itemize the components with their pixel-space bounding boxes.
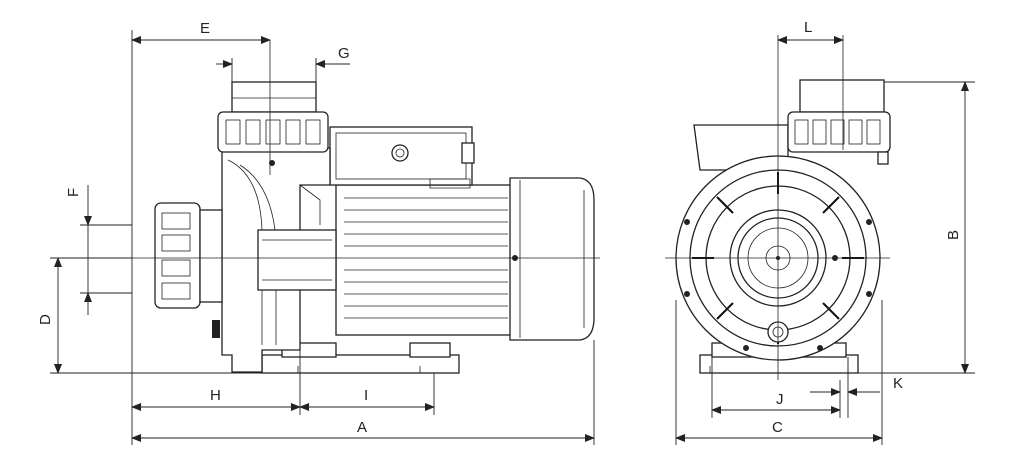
- label-c: C: [772, 419, 783, 436]
- label-e: E: [200, 20, 210, 37]
- front-dimensions: [675, 36, 975, 445]
- label-l: L: [804, 19, 812, 36]
- label-a: A: [357, 419, 367, 436]
- shaft-adapter: [257, 229, 337, 291]
- label-i: I: [364, 387, 368, 404]
- front-discharge-nut: [787, 111, 891, 153]
- label-b: B: [945, 230, 962, 240]
- side-view: [120, 40, 600, 374]
- dimension-labels: E G F D H I A L B K J C: [37, 19, 962, 436]
- discharge-union-nut: [217, 111, 329, 153]
- label-g: G: [338, 45, 350, 62]
- label-f: F: [65, 188, 82, 197]
- drain-valve: [212, 320, 220, 338]
- motor-body: [335, 184, 515, 336]
- terminal-box: [329, 126, 473, 186]
- label-d: D: [37, 314, 54, 325]
- suction-flange: [199, 209, 223, 303]
- base-foot-right: [409, 342, 451, 358]
- side-dimensions: [50, 30, 595, 445]
- discharge-pipe: [231, 81, 317, 113]
- base-plate: [261, 354, 460, 374]
- front-discharge-pipe: [799, 79, 885, 113]
- motor-fins: [344, 197, 508, 319]
- fan-cover: [509, 177, 595, 341]
- cable-gland: [391, 144, 409, 162]
- label-k: K: [893, 375, 903, 392]
- label-h: H: [210, 387, 221, 404]
- front-view: [665, 35, 891, 380]
- label-j: J: [776, 391, 784, 408]
- flange-bolts: [684, 219, 872, 351]
